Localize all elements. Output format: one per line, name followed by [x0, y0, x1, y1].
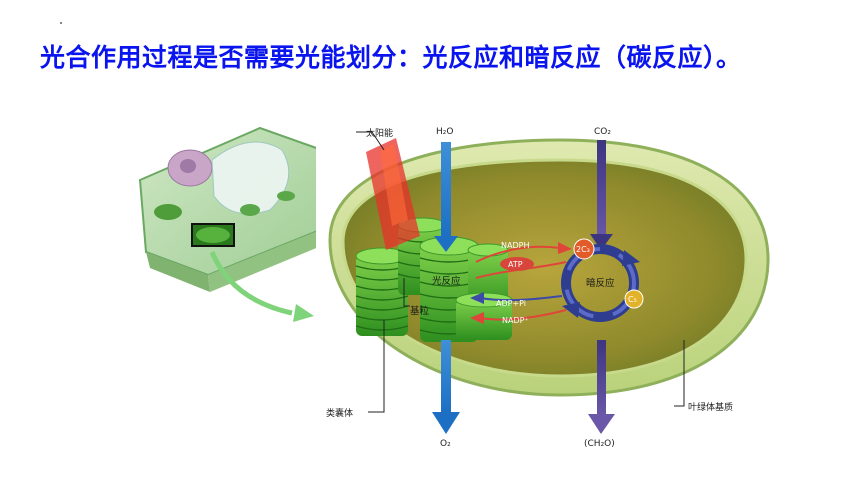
sunlight-label: 太阳能: [366, 127, 393, 139]
c3-badge: [573, 238, 595, 260]
nadp-label: NADP⁺: [502, 316, 529, 325]
dark-reaction-label: 暗反应: [586, 277, 615, 289]
carbohydrate-arrow: [588, 340, 615, 434]
light-reaction-label: 光反应: [432, 275, 461, 287]
adp-pi-label: ADP+Pi: [496, 299, 526, 308]
slide-title: 光合作用过程是否需要光能划分：光反应和暗反应（碳反应）。: [40, 43, 742, 72]
co2-arrow: [590, 140, 613, 250]
atp-label: ATP: [508, 260, 523, 269]
calvin-cycle: [561, 244, 640, 322]
c5-badge: [624, 289, 644, 309]
sunlight-beam: [366, 138, 420, 250]
water-label: H₂O: [436, 127, 453, 137]
nadph-label: NADPH: [501, 241, 529, 250]
oxygen-label: O₂: [440, 439, 451, 449]
thylakoid-label: 类囊体: [326, 407, 353, 419]
leader-lines: [356, 131, 685, 413]
c3-label: 2C₃: [576, 245, 590, 254]
plant-cell-illustration: [138, 126, 327, 292]
oxygen-arrow: [432, 340, 460, 434]
zoom-arrow: [209, 251, 314, 322]
chloroplast-section: [316, 112, 784, 452]
grana-label: 基粒: [410, 305, 430, 317]
stroma-label: 叶绿体基质: [688, 401, 733, 413]
atp-badge: [500, 257, 534, 271]
c5-label: C₅: [628, 295, 637, 304]
co2-label: CO₂: [594, 127, 611, 137]
carbohydrate-label: (CH₂O): [584, 439, 615, 449]
corner-dot: [60, 22, 62, 24]
water-arrow: [434, 142, 458, 252]
